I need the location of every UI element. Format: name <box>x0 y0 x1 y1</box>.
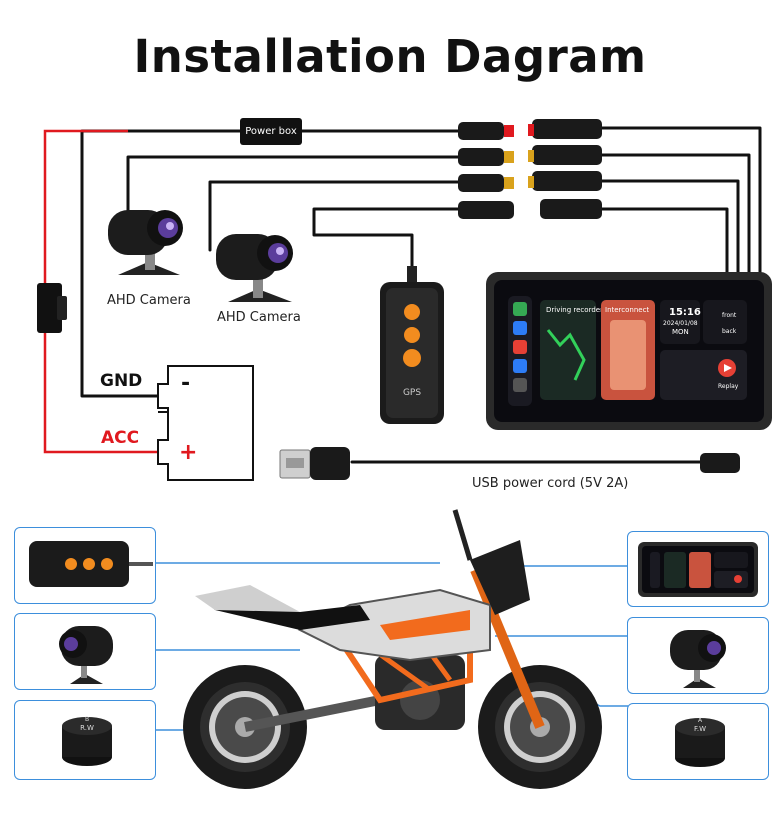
connector-row-1 <box>458 119 602 140</box>
usb-cord-label: USB power cord (5V 2A) <box>472 476 629 491</box>
callout-rear-camera <box>14 613 156 690</box>
ahd-camera-label-2: AHD Camera <box>217 310 301 325</box>
clock-time: 15:16 <box>669 307 701 318</box>
callout-gps-module <box>14 527 156 604</box>
main-display: Driving recorder Interconnect 15:16 2024… <box>486 272 772 430</box>
callout-rear-tpms: R.W B <box>14 700 156 780</box>
usb-plug <box>279 447 740 480</box>
wire-gps <box>312 207 462 280</box>
connector-row-2 <box>458 145 602 166</box>
callout-display <box>627 531 769 607</box>
wire-camera-1 <box>126 155 462 223</box>
tile-driving-recorder: Driving recorder <box>546 306 603 314</box>
wire-screen-4 <box>598 207 729 274</box>
gnd-label: GND <box>100 371 143 391</box>
callout-lines <box>155 562 628 731</box>
wire-screen-2 <box>598 153 751 274</box>
camera-front: front <box>722 312 737 319</box>
battery <box>157 365 254 481</box>
page-title: Installation Dagram <box>133 30 647 83</box>
tile-interconnect: Interconnect <box>605 306 649 314</box>
gps-module-label: GPS <box>403 388 421 398</box>
callout-front-camera <box>627 617 769 694</box>
acc-label: ACC <box>101 428 140 448</box>
ahd-camera-label-1: AHD Camera <box>107 293 191 308</box>
tpms-rear-label: R.W <box>80 724 94 732</box>
gps-module: GPS <box>380 266 444 424</box>
clock-weekday: MON <box>672 328 689 336</box>
battery-minus: - <box>181 371 191 396</box>
tpms-rear-letter: B <box>85 716 89 723</box>
tile-replay: Replay <box>718 383 739 390</box>
battery-plus: + <box>179 440 198 465</box>
fuse-holder <box>37 283 62 333</box>
fuse-clip <box>57 296 67 320</box>
power-box: Power box <box>240 118 302 145</box>
connector-row-4 <box>458 199 602 219</box>
tpms-front-label: F.W <box>694 725 706 733</box>
connector-row-3 <box>458 171 602 192</box>
ahd-camera-2 <box>216 234 293 302</box>
tpms-front-letter: A <box>698 717 703 724</box>
wire-camera-2 <box>208 180 462 252</box>
clock-date: 2024/01/08 <box>663 320 698 327</box>
camera-back: back <box>722 328 737 335</box>
ahd-camera-1 <box>108 210 183 275</box>
callout-front-tpms: F.W A <box>627 703 769 780</box>
motorcycle <box>183 509 602 789</box>
wire-screen-3 <box>598 179 740 274</box>
wire-screen-1 <box>598 126 762 274</box>
